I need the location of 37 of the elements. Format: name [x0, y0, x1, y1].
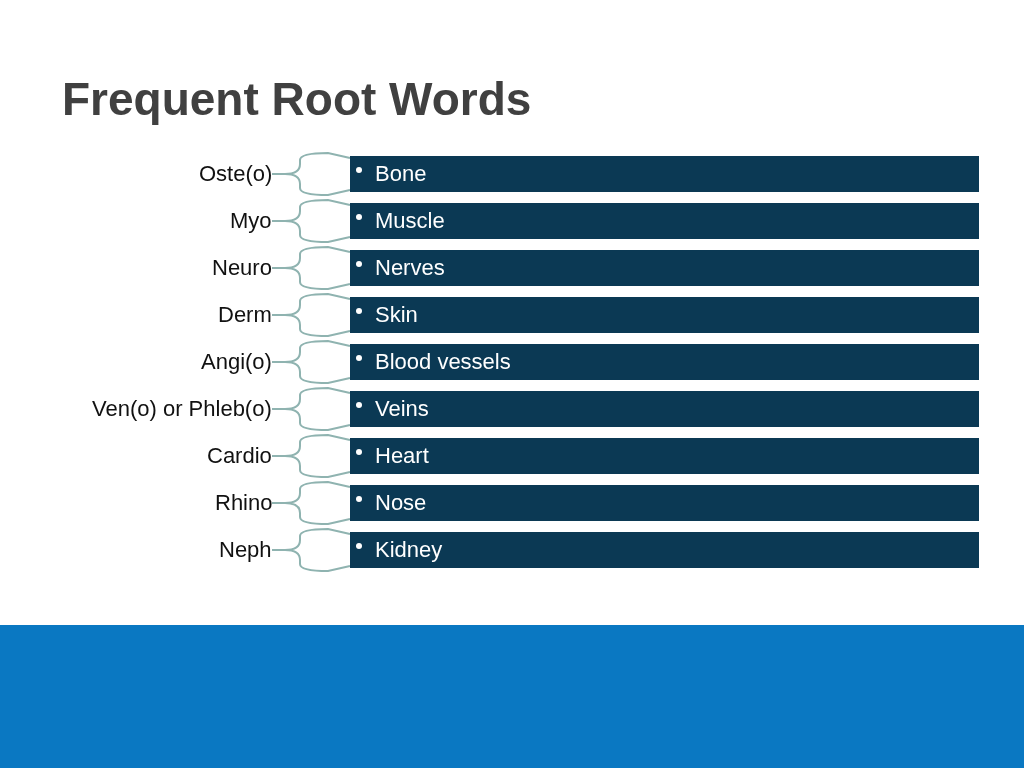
root-word: Neph	[219, 537, 272, 563]
root-word: Ven(o) or Phleb(o)	[92, 396, 272, 422]
brace-connector	[271, 293, 351, 337]
meaning-text: Veins	[375, 396, 429, 422]
meaning-bar	[350, 391, 979, 427]
meaning-bar	[350, 532, 979, 568]
meaning-bar	[350, 344, 979, 380]
meaning-text: Nose	[375, 490, 427, 516]
brace-connector	[271, 199, 351, 243]
brace-connector	[271, 528, 351, 572]
meaning-text: Blood vessels	[375, 349, 511, 375]
meaning-bar	[350, 250, 979, 286]
meaning-text: Bone	[375, 161, 427, 187]
brace-connector	[271, 340, 351, 384]
root-word: Derm	[218, 302, 272, 328]
meaning-bar	[350, 297, 979, 333]
root-word: Rhino	[215, 490, 273, 516]
meaning-text: Heart	[375, 443, 429, 469]
meaning-bar	[350, 156, 979, 192]
meaning-bar	[350, 485, 979, 521]
root-word: Oste(o)	[199, 161, 273, 187]
brace-connector	[271, 434, 351, 478]
root-word: Neuro	[212, 255, 272, 281]
meaning-text: Muscle	[375, 208, 445, 234]
meaning-text: Skin	[375, 302, 418, 328]
root-word: Angi(o)	[201, 349, 272, 375]
meaning-text: Kidney	[375, 537, 443, 563]
brace-connector	[271, 246, 351, 290]
root-word: Cardio	[207, 443, 272, 469]
root-word: Myo	[230, 208, 272, 234]
slide-title: Frequent Root Words	[62, 72, 532, 126]
meaning-bar	[350, 438, 979, 474]
meaning-text: Nerves	[375, 255, 445, 281]
brace-connector	[271, 481, 351, 525]
brace-connector	[271, 152, 351, 196]
brace-connector	[271, 387, 351, 431]
meaning-bar	[350, 203, 979, 239]
